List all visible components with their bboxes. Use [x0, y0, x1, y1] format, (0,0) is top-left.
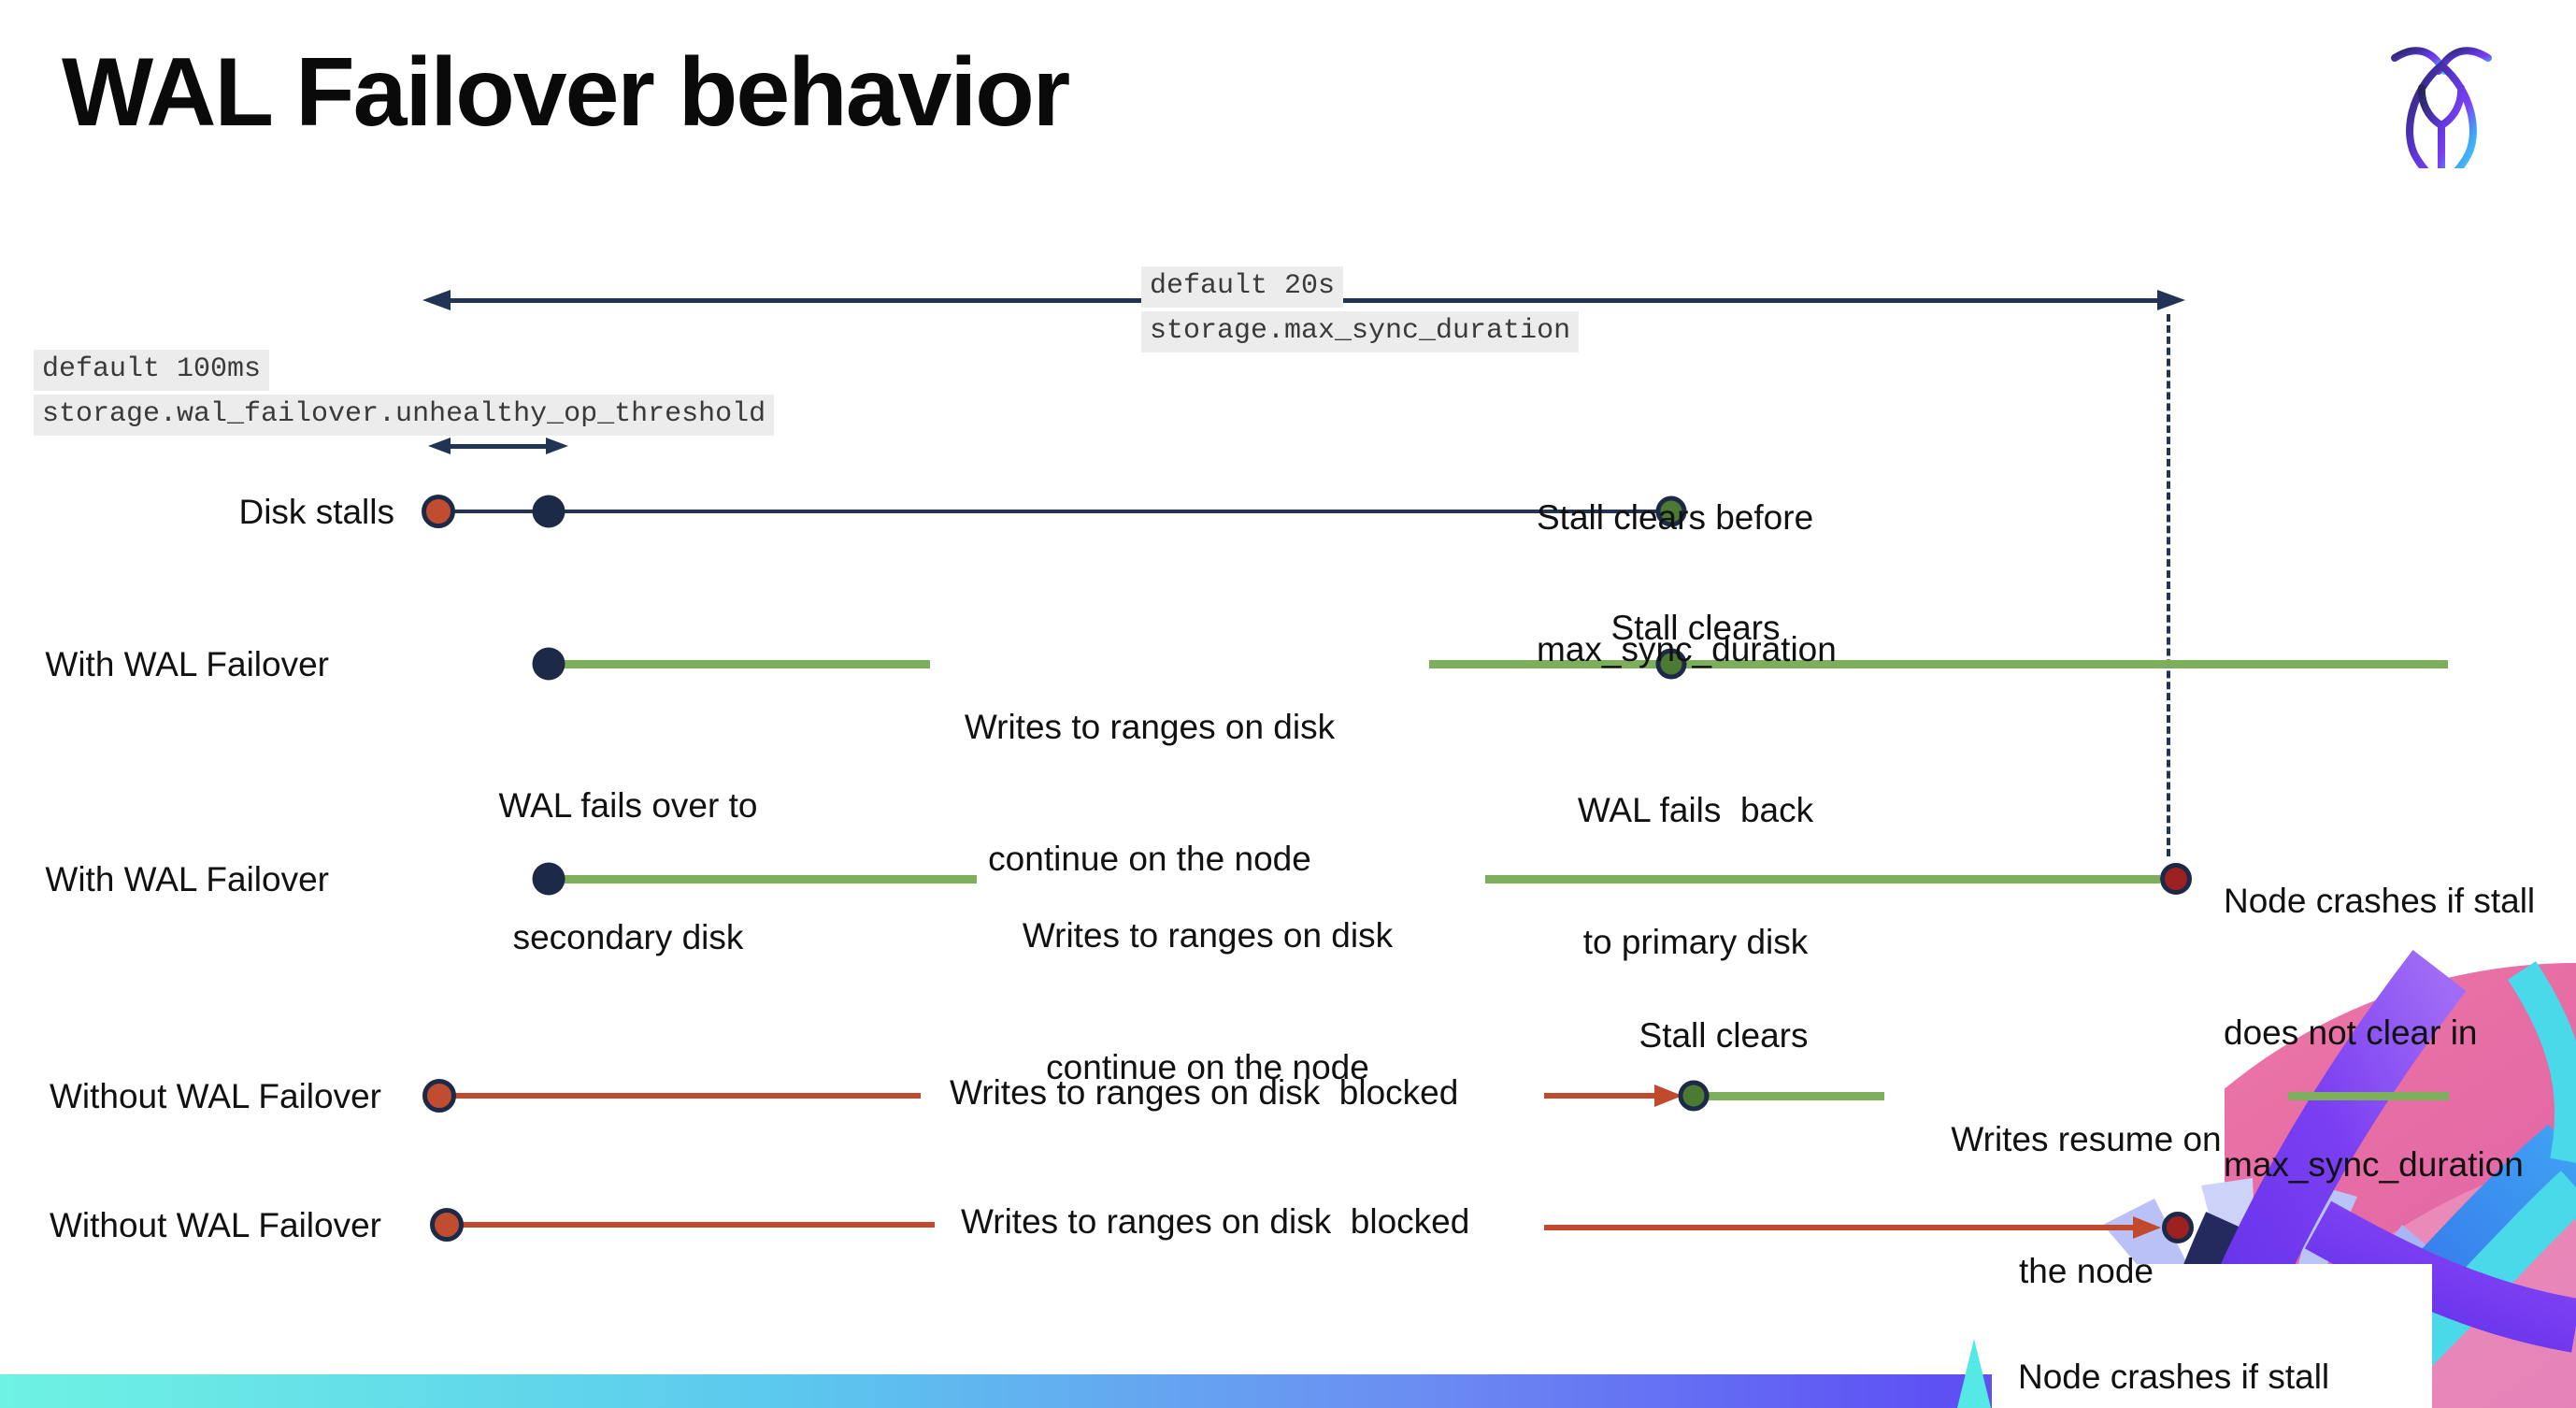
- failover-dot: [532, 647, 565, 681]
- arrow-right-head-icon: [1654, 1085, 1682, 1107]
- disk-stall-timeline: [438, 510, 1671, 513]
- stall-clears-dot: [1655, 496, 1687, 527]
- writes-resume-line: [2288, 1092, 2449, 1100]
- row-label-without-wal-failover: Without WAL Failover: [49, 1206, 381, 1244]
- writes-continue-line: [1429, 660, 2448, 668]
- row-label-disk-stalls: Disk stalls: [238, 493, 394, 531]
- row-label-with-wal-failover: With WAL Failover: [45, 645, 329, 683]
- unhealthy-op-threshold-span-arrow: [428, 438, 568, 454]
- writes-resume-label: Writes resume on the node: [1937, 1029, 2236, 1381]
- writes-continue-label: Writes to ranges on disk continue on the…: [979, 826, 1437, 1177]
- arrow-shaft: [1544, 1093, 1654, 1099]
- stall-start-dot: [430, 1208, 464, 1242]
- text-line: Writes to ranges on disk: [964, 708, 1336, 746]
- writes-blocked-label: Writes to ranges on disk blocked: [961, 1202, 1470, 1241]
- stall-clears-label: Stall clears: [1610, 609, 1781, 647]
- text-line: Node crashes if stall: [2224, 882, 2536, 920]
- stall-clears-dot: [1655, 648, 1687, 680]
- text-line: Stall clears before: [1537, 498, 1814, 537]
- arrow-left-head-icon: [422, 290, 451, 310]
- writes-continue-line: [549, 875, 977, 884]
- stall-start-dot: [422, 1079, 456, 1113]
- arrow-right-head-icon: [546, 438, 568, 454]
- writes-blocked-label: Writes to ranges on disk blocked: [950, 1073, 1459, 1112]
- node-crash-dot: [2160, 863, 2192, 895]
- failover-dot: [532, 862, 565, 896]
- logo-inner-y: [2417, 84, 2466, 168]
- arrow-shaft: [451, 443, 546, 449]
- blocked-until-crash-arrow: [1544, 1216, 2161, 1239]
- text-line: does not clear in: [2224, 1013, 2478, 1052]
- row-label-without-wal-failover: Without WAL Failover: [49, 1077, 381, 1115]
- text-line: to primary disk: [1582, 923, 1809, 961]
- brand-art-cyan-arc: [2507, 961, 2576, 1163]
- arrow-right-head-icon: [2157, 290, 2185, 310]
- text-line: the node: [2018, 1252, 2154, 1290]
- threshold-dot: [532, 495, 565, 528]
- node-crash-dot: [2162, 1212, 2194, 1243]
- writes-blocked-line: [439, 1093, 921, 1099]
- text-line: WAL fails back: [1577, 791, 1814, 829]
- unhealthy-op-config-label: default 100ms storage.wal_failover.unhea…: [34, 350, 775, 439]
- blocked-until-clear-arrow: [1544, 1085, 1682, 1107]
- max-sync-default-value: default 20s: [1141, 266, 1344, 308]
- text-line: max_sync_duration: [1537, 630, 1837, 668]
- max-sync-config-label: default 20s storage.max_sync_duration: [1141, 266, 1580, 356]
- cockroachdb-logo-icon: [2391, 47, 2492, 168]
- text-line: WAL fails over to: [498, 786, 758, 825]
- text-line: secondary disk: [512, 918, 744, 956]
- arrow-right-head-icon: [2133, 1216, 2161, 1239]
- node-crashes-callout-box: Node crashes if stall does not clear in …: [1992, 1264, 2432, 1408]
- row-label-with-wal-failover: With WAL Failover: [45, 860, 329, 898]
- brand-art-cyan-wedge: [1957, 1339, 1991, 1408]
- text-line: continue on the node: [1046, 1048, 1369, 1086]
- arrow-shaft: [1544, 1225, 2133, 1230]
- brand-art-purple-branch: [2304, 1200, 2576, 1353]
- stall-start-dot: [422, 495, 455, 528]
- node-crashes-label: Node crashes if stall does not clear in …: [2018, 1270, 2458, 1408]
- writes-continue-line: [549, 660, 930, 668]
- writes-continue-label: Writes to ranges on disk continue on the…: [921, 617, 1379, 969]
- page-title: WAL Failover behavior: [62, 38, 1070, 147]
- unhealthy-op-default-value: default 100ms: [34, 350, 270, 391]
- arrow-left-head-icon: [428, 438, 451, 454]
- text-line: Writes resume on: [1951, 1120, 2222, 1158]
- max-sync-setting-name: storage.max_sync_duration: [1141, 311, 1580, 352]
- stall-clears-before-label: Stall clears before max_sync_duration: [1537, 408, 1837, 759]
- stall-clears-dot: [1678, 1080, 1710, 1112]
- stall-clears-label: Stall clears: [1639, 1016, 1809, 1055]
- logo-body: [2406, 60, 2477, 168]
- text-line: continue on the node: [988, 840, 1311, 878]
- node-crashes-label: Node crashes if stall does not clear in …: [2224, 791, 2575, 1274]
- writes-continue-line: [1485, 875, 2160, 884]
- wal-fails-over-label: WAL fails over to secondary disk: [441, 696, 815, 1047]
- text-line: Node crashes if stall: [2018, 1358, 2330, 1396]
- writes-resume-line: [1694, 1092, 1884, 1100]
- text-line: Writes to ranges on disk: [1022, 916, 1394, 955]
- text-line: max_sync_duration: [2224, 1145, 2524, 1184]
- writes-blocked-line: [447, 1222, 935, 1228]
- unhealthy-op-setting-name: storage.wal_failover.unhealthy_op_thresh…: [34, 395, 775, 436]
- max-sync-deadline-dashed-line: [2167, 314, 2170, 856]
- wal-fails-back-label: WAL fails back to primary disk: [1509, 700, 1882, 1052]
